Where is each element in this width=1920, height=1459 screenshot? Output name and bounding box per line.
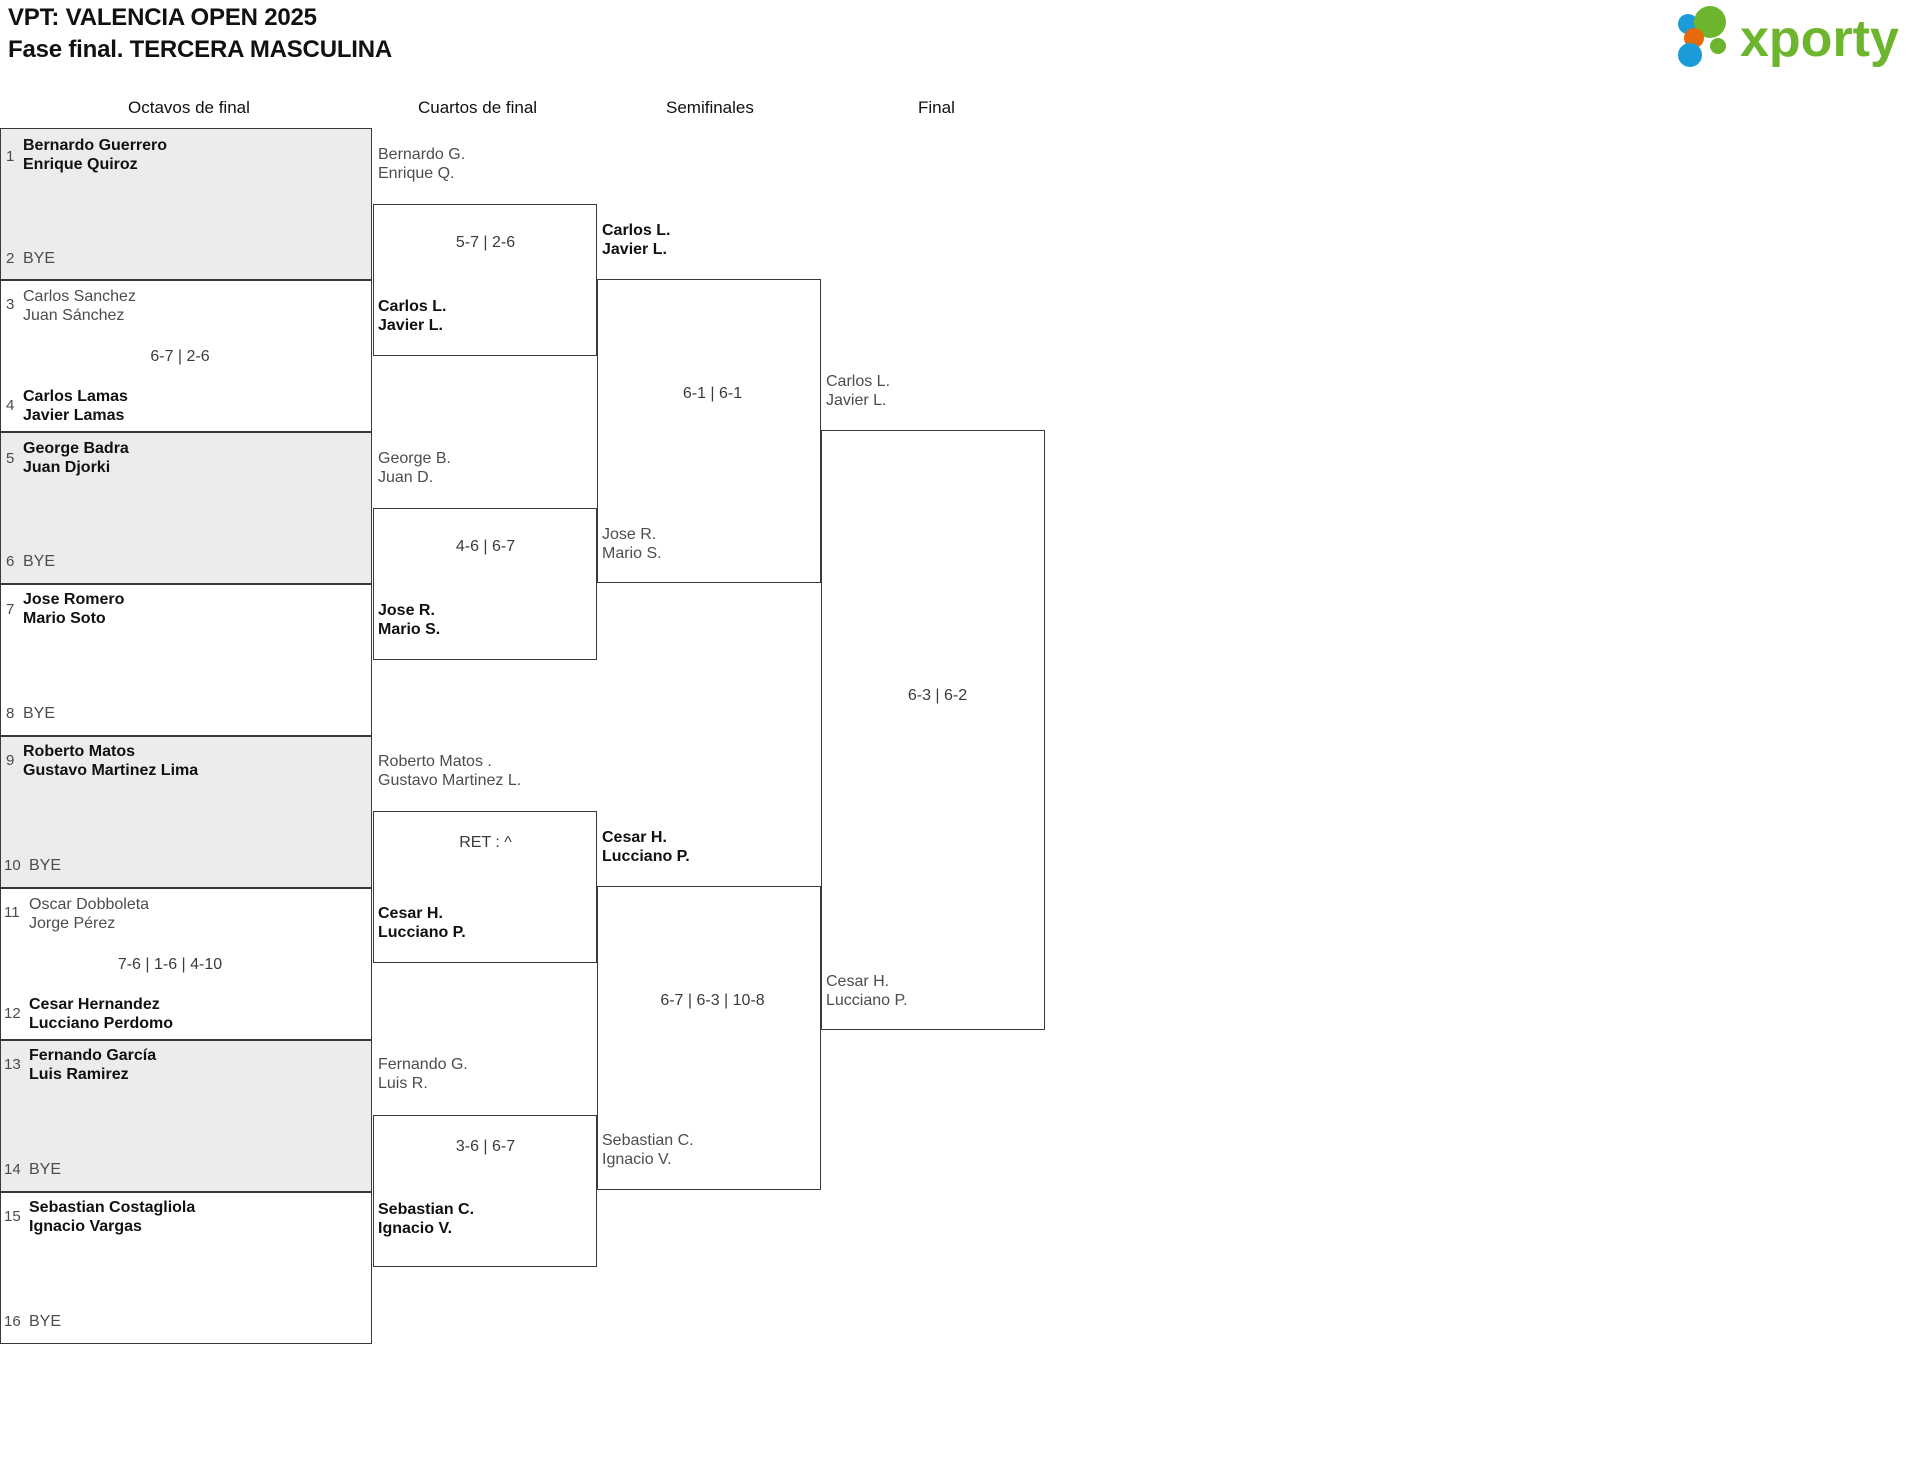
r1-team-top: Oscar Dobboleta Jorge Pérez — [29, 896, 150, 932]
r4-team-top: Carlos L. Javier L. — [826, 373, 891, 409]
page-subtitle: Fase final. TERCERA MASCULINA — [8, 36, 393, 63]
r1-team-bottom: Carlos Lamas Javier Lamas — [23, 388, 128, 424]
r1-score: 6-7 | 2-6 — [150, 348, 210, 365]
r3-score: 6-1 | 6-1 — [682, 385, 743, 402]
seed-number: 8 — [6, 705, 15, 722]
r2-connector-1 — [373, 204, 597, 356]
r1-match-7[interactable] — [0, 1040, 372, 1192]
r2-score: RET : ^ — [459, 834, 512, 851]
r2-team-top: Fernando G. Luis R. — [378, 1056, 468, 1092]
r4-score: 6-3 | 6-2 — [907, 687, 968, 704]
r1-match-5[interactable] — [0, 736, 372, 888]
seed-number: 6 — [6, 553, 15, 570]
r1-team-top: Roberto Matos Gustavo Martinez Lima — [23, 743, 199, 779]
seed-number: 13 — [4, 1056, 21, 1073]
seed-number: 7 — [6, 601, 15, 618]
r1-team-top: Carlos Sanchez Juan Sánchez — [23, 288, 136, 324]
bye-label: BYE — [23, 553, 56, 570]
xporty-logo: xporty — [1674, 6, 1906, 68]
seed-number: 10 — [4, 857, 21, 874]
r1-match-6[interactable] — [0, 888, 372, 1040]
page-title: VPT: VALENCIA OPEN 2025 — [8, 4, 317, 31]
r3-connector-1 — [597, 279, 821, 583]
seed-number: 14 — [4, 1161, 21, 1178]
seed-number: 5 — [6, 450, 15, 467]
seed-number: 11 — [4, 904, 20, 921]
r2-team-top: Roberto Matos . Gustavo Martinez L. — [378, 753, 522, 789]
bye-label: BYE — [23, 705, 56, 722]
r3-score: 6-7 | 6-3 | 10-8 — [660, 992, 765, 1009]
seed-number: 3 — [6, 296, 15, 313]
r2-team-top: Bernardo G. Enrique Q. — [378, 146, 466, 182]
seed-number: 12 — [4, 1005, 21, 1022]
seed-number: 4 — [6, 397, 15, 414]
r2-score: 3-6 | 6-7 — [455, 1138, 516, 1155]
seed-number: 1 — [6, 148, 15, 165]
r1-score: 7-6 | 1-6 | 4-10 — [117, 956, 223, 973]
r1-team-top: Sebastian Costagliola Ignacio Vargas — [29, 1199, 196, 1235]
r2-connector-2 — [373, 508, 597, 660]
r1-match-2[interactable] — [0, 280, 372, 432]
bye-label: BYE — [29, 1313, 62, 1330]
seed-number: 2 — [6, 250, 15, 267]
r1-match-8[interactable] — [0, 1192, 372, 1344]
r3-team-top: Carlos L. Javier L. — [602, 222, 671, 258]
r1-team-top: George Badra Juan Djorki — [23, 440, 129, 476]
bye-label: BYE — [23, 250, 56, 267]
bye-label: BYE — [29, 857, 62, 874]
bye-label: BYE — [29, 1161, 62, 1178]
r2-score: 5-7 | 2-6 — [455, 234, 516, 251]
r1-match-4[interactable] — [0, 584, 372, 736]
r3-team-bottom: Jose R. Mario S. — [602, 526, 662, 562]
r2-team-bottom: Carlos L. Javier L. — [378, 298, 447, 334]
round-header-final: Final — [918, 98, 955, 117]
r4-team-bottom: Cesar H. Lucciano P. — [826, 973, 908, 1009]
r2-connector-3 — [373, 811, 597, 963]
r1-team-top: Bernardo Guerrero Enrique Quiroz — [23, 137, 168, 173]
round-header-semifinales: Semifinales — [666, 98, 754, 117]
r2-team-bottom: Sebastian C. Ignacio V. — [378, 1201, 475, 1237]
r3-team-bottom: Sebastian C. Ignacio V. — [602, 1132, 694, 1168]
round-header-octavos: Octavos de final — [128, 98, 250, 117]
r4-connector-final — [821, 430, 1045, 1030]
seed-number: 9 — [6, 752, 15, 769]
r1-team-bottom: Cesar Hernandez Lucciano Perdomo — [29, 996, 174, 1032]
r1-team-top: Fernando García Luis Ramirez — [29, 1047, 157, 1083]
r2-team-bottom: Jose R. Mario S. — [378, 602, 441, 638]
seed-number: 15 — [4, 1208, 21, 1225]
r1-match-1[interactable] — [0, 128, 372, 280]
r3-connector-2 — [597, 886, 821, 1190]
r1-team-top: Jose Romero Mario Soto — [23, 591, 125, 627]
r2-team-bottom: Cesar H. Lucciano P. — [378, 905, 466, 941]
r2-team-top: George B. Juan D. — [378, 450, 451, 486]
seed-number: 16 — [4, 1313, 21, 1330]
r2-score: 4-6 | 6-7 — [455, 538, 516, 555]
r3-team-top: Cesar H. Lucciano P. — [602, 829, 690, 865]
r2-connector-4 — [373, 1115, 597, 1267]
svg-text:xporty: xporty — [1740, 10, 1899, 68]
r1-match-3[interactable] — [0, 432, 372, 584]
round-header-cuartos: Cuartos de final — [418, 98, 538, 117]
